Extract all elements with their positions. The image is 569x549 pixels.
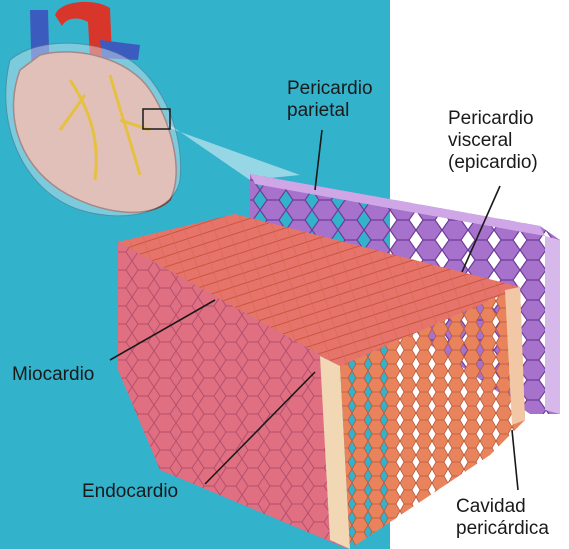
label-cavidad-pericardica: Cavidad pericárdica xyxy=(456,496,549,540)
label-endocardio: Endocardio xyxy=(82,481,178,503)
label-pericardio-visceral: Pericardio visceral (epicardio) xyxy=(448,108,538,174)
label-pericardio-parietal: Pericardio parietal xyxy=(287,78,373,122)
label-miocardio: Miocardio xyxy=(12,364,94,386)
leader-line-cavidad xyxy=(512,430,518,490)
